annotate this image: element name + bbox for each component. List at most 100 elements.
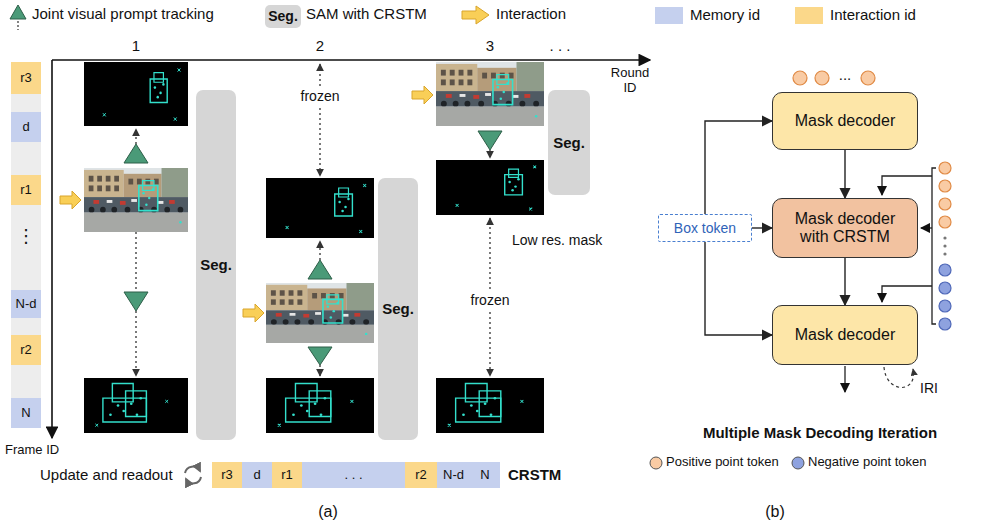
frame-axis [51,60,53,438]
negative-token [939,264,951,330]
interaction-id-cell: r1 [272,462,302,488]
positive-token [793,71,807,85]
memory-id-cell: N [11,398,41,428]
node-label: d [253,468,260,483]
annotation-label: Low res. mask [512,232,602,248]
interaction-id-cell: r1 [11,175,41,205]
node-label: Mask decoder [795,112,896,130]
dotted-line [17,21,18,30]
node-label: N [480,468,489,483]
seg-module-box: Seg. [196,90,236,440]
annotation-label: Update and readout [40,466,173,483]
seg-module-box: Seg. [378,178,418,440]
legend-swatch [655,7,683,24]
legend-label: Interaction id [830,6,916,23]
dotted-arrow [489,218,490,289]
annotation-label: ... [839,66,852,83]
node-label: Seg. [382,300,414,317]
negative-token [939,264,951,276]
legend-label: Memory id [690,6,760,23]
dotted-arrow [319,365,320,376]
mask-decoder-box: Mask decoder [772,305,918,365]
mask-decoder-box: Mask decoder [772,92,918,150]
node-label: r3 [20,71,32,86]
annotation-label: 1 [132,37,140,54]
interaction-arrow [412,86,433,104]
dotted-arrow [319,241,320,260]
frame-id-strip [11,62,41,428]
legend-label: Negative point token [808,455,927,470]
memory-id-cell: d [242,462,272,488]
annotation-label: 3 [486,37,494,54]
low-res-mask [436,160,544,215]
annotation-label: CRSTM [508,466,561,483]
dotted-arrow [319,64,320,86]
dotted-arrow [319,108,320,176]
token-arrow [921,227,932,228]
node-label: N-d [16,297,37,312]
legend-label: SAM with CRSTM [306,5,427,22]
annotation-label: (a) [318,503,338,521]
connector-arrow [705,242,772,335]
tracking-triangle [478,131,502,150]
mask-image [266,178,374,238]
dotted-arrow [135,129,136,144]
seg-module-box: Seg. [548,90,590,195]
dotted-arrow [489,312,490,376]
dotted-arrow [135,311,136,376]
connector-arrow [844,258,845,305]
ellipsis-dot [943,236,946,239]
memory-id-cell: N-d [11,290,41,318]
positive-token [939,216,951,228]
mask-image [436,378,544,433]
negative-token [939,318,951,330]
node-label: r1 [281,468,293,483]
annotation-label: Frame ID [5,443,59,458]
dotted-arrow [489,150,490,158]
node-label: Seg. [268,8,298,24]
annotation-label: frozen [301,88,340,104]
tracking-triangle [124,292,148,311]
dotted-line [135,232,136,292]
video-frame [436,62,544,126]
interaction-id-cell: r3 [212,462,242,488]
crstm-decoder-box: Mask decoder with CRSTM [772,198,918,258]
node-label: r2 [20,343,32,358]
memory-id-cell: N [470,462,500,488]
tracking-triangle [308,260,332,279]
node-label: N [21,406,30,421]
node-label: Box token [674,220,736,236]
annotation-label: ⋮ [17,226,35,247]
tracking-triangle [10,5,26,19]
legend-label: Interaction [496,5,566,22]
legend-label: Positive point token [666,455,779,470]
negative-token [939,282,951,294]
connector-arrow [844,150,845,198]
iteration-loop [884,367,914,388]
memory-id-cell: N-d [437,462,470,488]
token-arrow [882,286,932,302]
positive-token [939,180,951,192]
node-label: Mask decoder [795,326,896,344]
node-label: d [22,120,29,135]
token-arrow [882,176,932,195]
legend-swatch [792,457,804,469]
positive-token [815,71,829,85]
interaction-id-cell: r2 [11,335,41,365]
mask-image [84,62,188,126]
node-label: r2 [415,468,427,483]
tracking-triangle [308,347,332,365]
positive-token [939,162,951,174]
round-axis [52,59,650,61]
positive-token [861,71,875,85]
memory-id-cell: d [11,112,41,142]
node-label: r3 [221,468,233,483]
connector-arrow [752,227,772,228]
node-label: Seg. [200,256,232,273]
box-token-box: Box token [658,214,752,242]
video-frame [84,168,188,232]
node-label: r1 [20,183,32,198]
